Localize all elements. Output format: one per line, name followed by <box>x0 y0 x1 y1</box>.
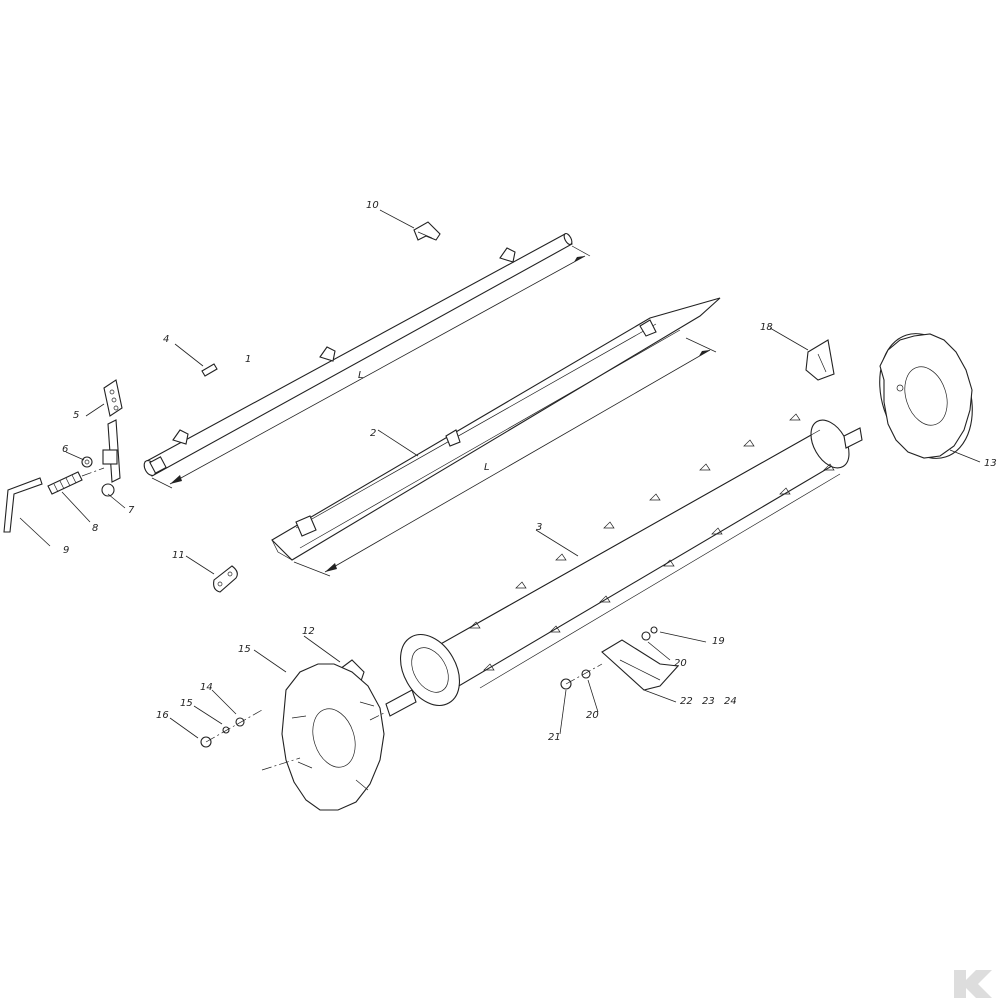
callout-7: 7 <box>128 505 135 516</box>
callout-21: 21 <box>548 732 561 743</box>
part-13-disc <box>879 333 981 463</box>
callout-1: 1 <box>245 354 251 365</box>
callout-8: 8 <box>92 523 98 534</box>
callout-12: 12 <box>302 626 315 637</box>
callout-15-disc: 15 <box>238 644 251 655</box>
callout-16: 16 <box>156 710 169 721</box>
dimension-length-tube: L <box>358 370 364 381</box>
callout-20-lower: 20 <box>586 710 599 721</box>
part-14-16-fasteners <box>169 689 263 748</box>
callout-5: 5 <box>73 410 79 421</box>
part-9-lever <box>3 477 51 547</box>
part-2-channel: L <box>271 297 721 577</box>
part-5-plate <box>85 379 123 417</box>
callout-19: 19 <box>712 636 725 647</box>
part-10-clip <box>379 209 441 241</box>
callout-labels: 1 2 3 4 5 6 7 8 9 10 11 12 13 14 15 15 1… <box>62 200 997 743</box>
callout-24: 24 <box>724 696 737 707</box>
callout-11: 11 <box>172 550 185 561</box>
callout-20-upper: 20 <box>674 658 687 669</box>
part-1-tube: L <box>143 232 591 489</box>
part-8-spring <box>47 467 105 523</box>
part-18-bracket <box>769 327 835 381</box>
callout-3: 3 <box>536 522 542 533</box>
part-7-bracket <box>101 419 126 509</box>
callout-10: 10 <box>366 200 379 211</box>
callout-2: 2 <box>370 428 376 439</box>
callout-15-fastener: 15 <box>180 698 193 709</box>
callout-23: 23 <box>702 696 715 707</box>
callout-18: 18 <box>760 322 773 333</box>
callout-4: 4 <box>163 334 169 345</box>
callout-13: 13 <box>984 458 997 469</box>
callout-9: 9 <box>63 545 69 556</box>
callout-14: 14 <box>200 682 213 693</box>
dimension-length-channel: L <box>484 462 490 473</box>
k-logo-icon <box>954 970 992 998</box>
part-3-drum <box>385 413 863 717</box>
callout-6: 6 <box>62 444 68 455</box>
part-4-pin <box>174 343 218 377</box>
part-19-24-hardware <box>559 626 707 735</box>
part-6-washer <box>65 451 93 468</box>
part-11-link <box>185 555 238 593</box>
part-15-disc <box>253 649 387 811</box>
callout-22: 22 <box>680 696 693 707</box>
